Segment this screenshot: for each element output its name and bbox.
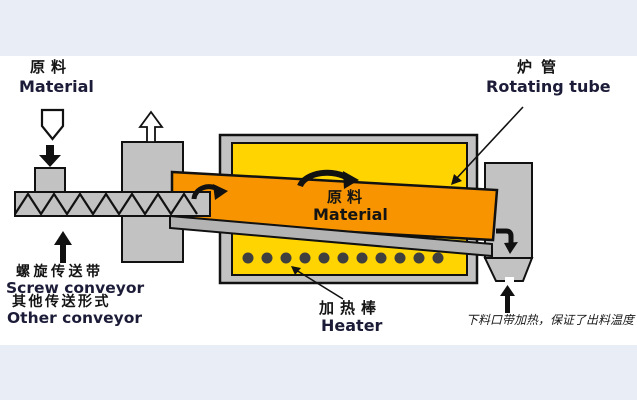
screw-zigzag-icon: [14, 191, 198, 217]
discharge-funnel: [483, 257, 534, 282]
heater-rod-dot: [280, 252, 292, 264]
heater-rod-dot: [394, 252, 406, 264]
tube-material-label-en: Material: [313, 205, 388, 224]
screw-conveyor-label-en: Screw conveyor: [6, 279, 145, 297]
top-band: [0, 0, 637, 56]
heater-rod-dot: [413, 252, 425, 264]
feed-box: [34, 167, 66, 194]
heater-rod-dot: [299, 252, 311, 264]
heater-rod-dot: [261, 252, 273, 264]
other-conveyor-label-en: Other conveyor: [7, 309, 143, 327]
heater-rod-dot: [375, 252, 387, 264]
heater-rod-dot: [318, 252, 330, 264]
heater-rod-dot: [242, 252, 254, 264]
rotation-arrow-center-head-icon: [343, 171, 359, 189]
heater-rod-dot: [337, 252, 349, 264]
outlet-note-label: 下料口带加热，保证了出料温度: [466, 313, 635, 327]
heater-dots: [242, 252, 444, 264]
bottom-band: [0, 345, 637, 400]
rotation-arrow-left-head-icon: [213, 184, 228, 200]
conveyor-up-arrow-icon: [54, 231, 72, 263]
rotating-tube-pointer-line: [455, 106, 524, 180]
tube-support-bar: [169, 214, 493, 258]
feed-hopper-icon: [40, 108, 65, 141]
heater-label-cn: 加热棒: [319, 299, 383, 317]
material-drop-arrow-head-icon: [504, 242, 518, 254]
heater-pointer-line: [295, 269, 344, 300]
tube-material-label-cn: 原料: [327, 188, 368, 206]
heater-rod-dot: [356, 252, 368, 264]
rotating-tube-label-en: Rotating tube: [486, 77, 611, 96]
other-conveyor-label-cn: 其他传送形式: [12, 294, 111, 310]
material-drop-arrow-icon: [496, 228, 514, 244]
outlet-up-arrow-icon: [500, 285, 515, 313]
discharge-outlet-gap: [505, 277, 514, 284]
vent-up-arrow-icon: [138, 110, 164, 143]
rotating-tube-pointer-head-icon: [451, 174, 462, 185]
feed-material-label-en: Material: [19, 77, 94, 96]
heater-label-en: Heater: [321, 316, 383, 335]
heater-pointer-head-icon: [291, 266, 301, 275]
heater-rod-dot: [432, 252, 444, 264]
feed-material-label-cn: 原料: [30, 58, 73, 76]
rotating-tube-label-cn: 炉管: [517, 58, 566, 76]
feed-down-arrow-icon: [39, 145, 61, 167]
screw-conveyor-label-cn: 螺旋传送带: [16, 264, 104, 280]
